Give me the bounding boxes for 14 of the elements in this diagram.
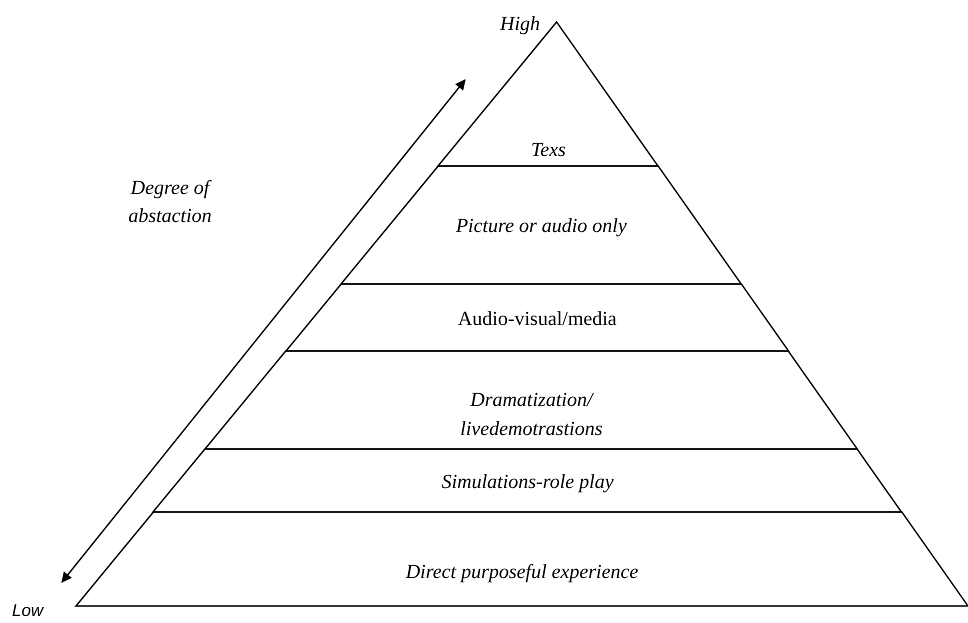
- tier-label: Direct purposeful experience: [406, 560, 638, 584]
- pyramid-tier: [286, 284, 789, 351]
- pyramid-tier: [205, 351, 858, 449]
- axis-end-label: Low: [12, 600, 45, 622]
- tier-label: Texs: [530, 138, 566, 162]
- tier-label: Dramatization/ livedemotrastions: [459, 388, 604, 442]
- axis-end-label: High: [498, 12, 541, 37]
- pyramid-tier: [153, 449, 902, 512]
- tier-label: Simulations-role play: [442, 470, 614, 494]
- axis-label: Degree of abstaction: [127, 176, 213, 229]
- tier-label: Audio-visual/media: [458, 306, 617, 332]
- pyramid-tier: [76, 512, 968, 606]
- tier-label: Picture or audio only: [456, 214, 627, 238]
- pyramid-tier: [341, 166, 742, 284]
